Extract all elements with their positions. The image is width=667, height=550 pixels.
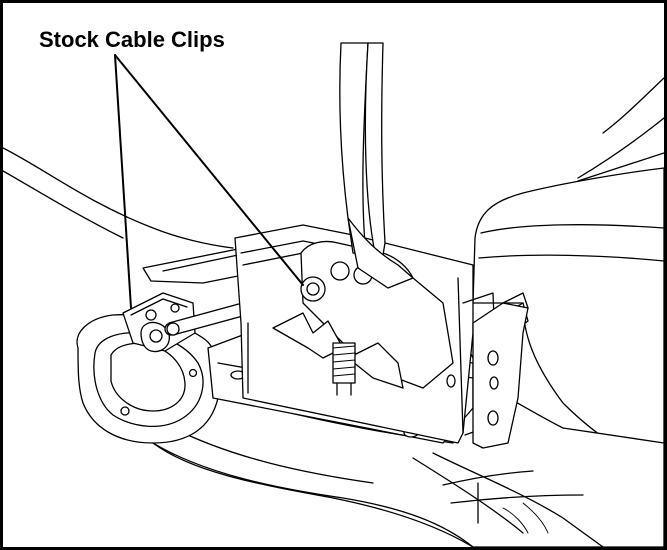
callout-leaders	[114, 54, 304, 309]
cable-clip-left	[122, 292, 196, 353]
shift-lever	[339, 42, 414, 289]
seat-contours	[3, 77, 664, 249]
callout-label: Stock Cable Clips	[39, 27, 225, 52]
right-bracket	[472, 292, 529, 449]
return-spring	[332, 342, 356, 396]
shifter-assembly-illustration	[3, 42, 664, 547]
